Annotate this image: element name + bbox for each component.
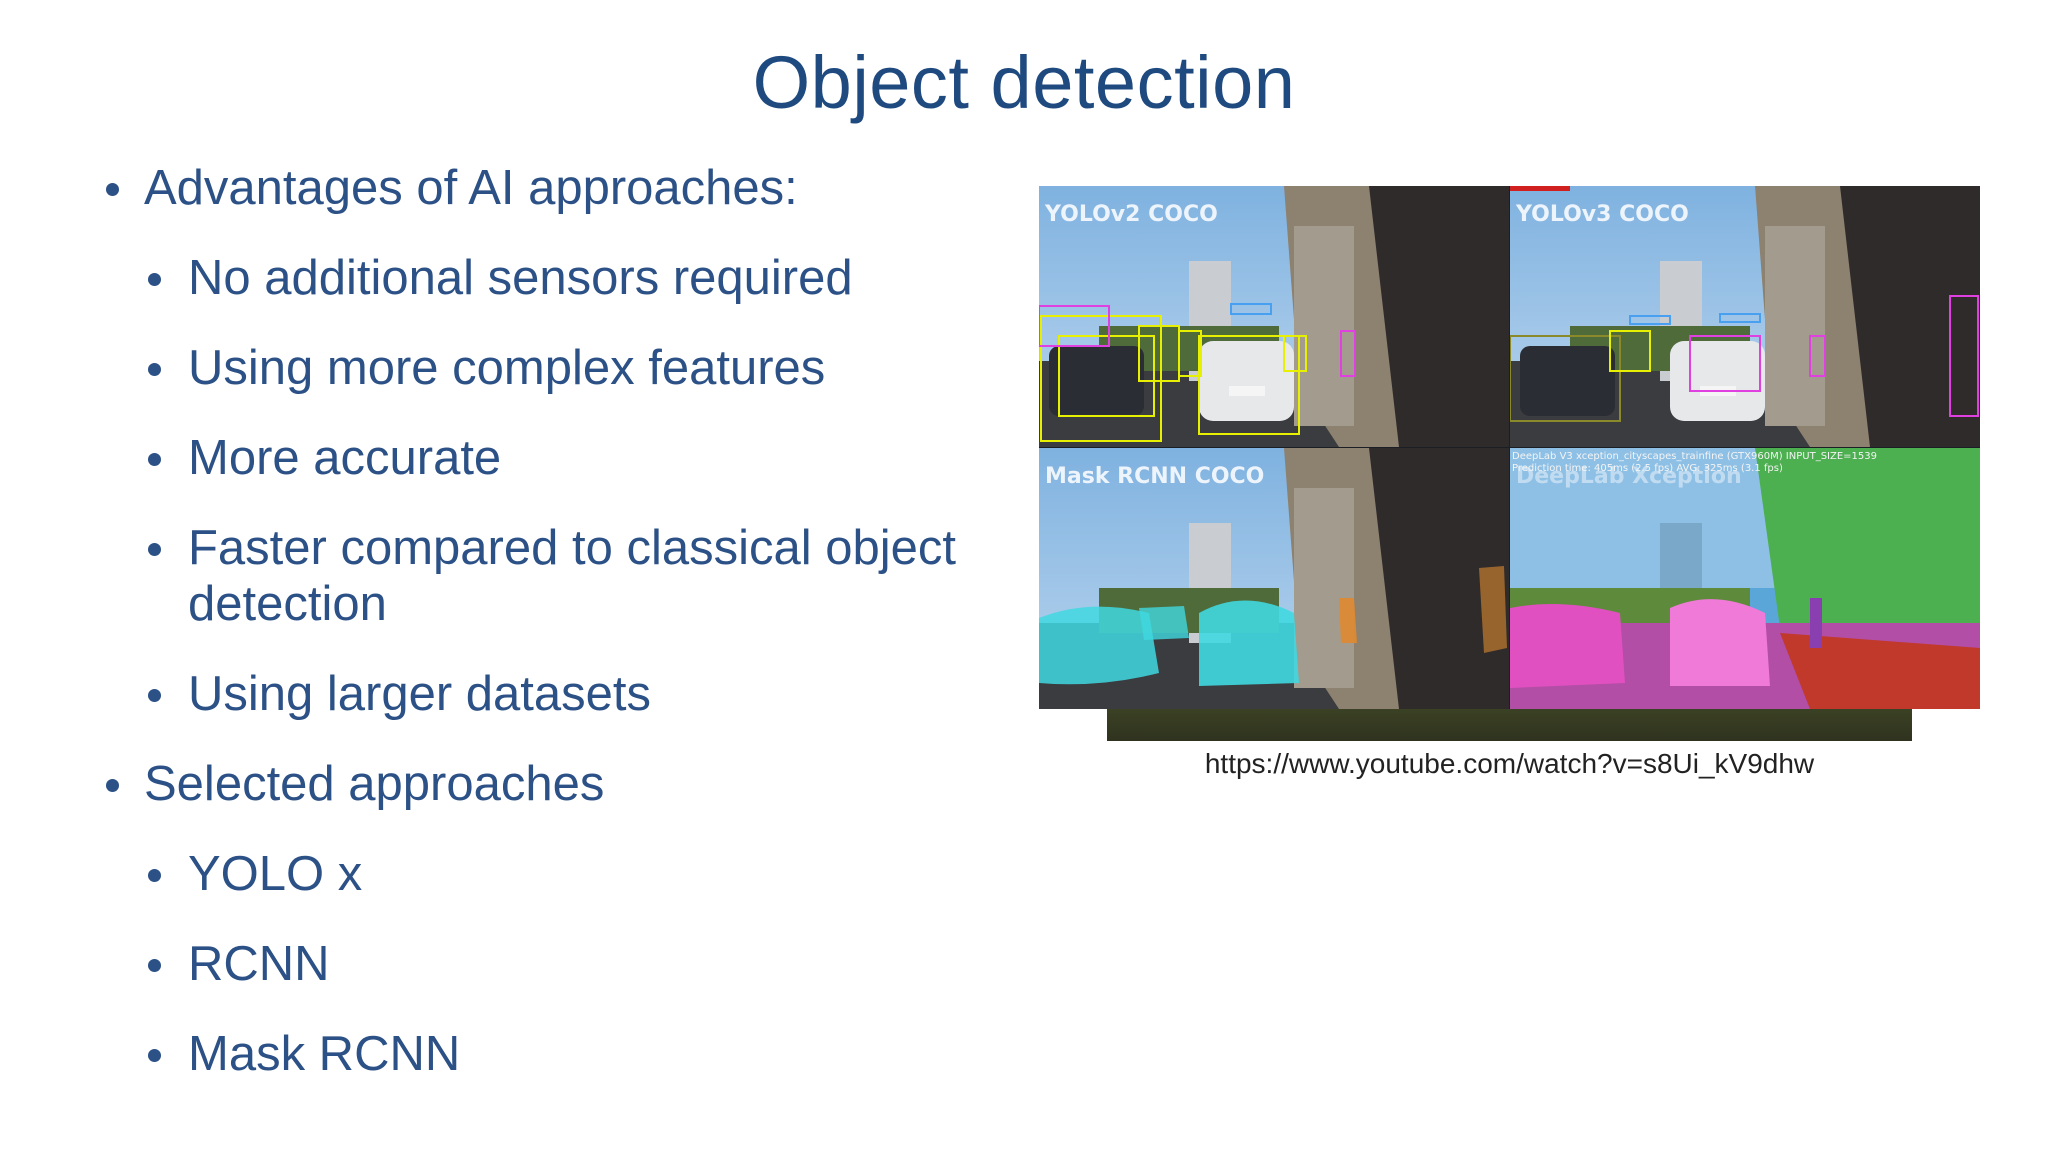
bullet-yolo: YOLO x bbox=[100, 846, 1000, 902]
bullet-dot bbox=[106, 183, 119, 196]
bullet-dot bbox=[148, 543, 161, 556]
panel-yolov3: YOLOv3 COCO bbox=[1510, 186, 1980, 447]
bullet-advantages: Advantages of AI approaches: bbox=[100, 160, 1000, 216]
deeplab-info-line1: DeepLab V3 xception_cityscapes_trainfine… bbox=[1512, 451, 1877, 462]
page-title: Object detection bbox=[752, 41, 1296, 124]
street-scene-yolov3 bbox=[1510, 186, 1980, 447]
street-scene-yolov2 bbox=[1039, 186, 1509, 447]
panel-deeplab: DeepLab Xception DeepLab V3 xception_cit… bbox=[1510, 448, 1980, 709]
bullet-dot bbox=[148, 273, 161, 286]
panel-mask-rcnn: Mask RCNN COCO bbox=[1039, 448, 1509, 709]
source-url-caption[interactable]: https://www.youtube.com/watch?v=s8Ui_kV9… bbox=[1204, 748, 1815, 779]
street-scene-deeplab bbox=[1510, 448, 1980, 709]
bullet-text: Selected approaches bbox=[144, 757, 605, 811]
bullet-text: More accurate bbox=[188, 431, 502, 485]
bullet-list: Advantages of AI approaches: No addition… bbox=[100, 160, 1000, 1116]
panel-label: Mask RCNN COCO bbox=[1045, 464, 1265, 489]
panel-label: DeepLab Xception bbox=[1516, 464, 1742, 489]
video-frame-bar bbox=[1107, 707, 1912, 741]
bullet-dot bbox=[148, 959, 161, 972]
bullet-mask-rcnn: Mask RCNN bbox=[100, 1026, 1000, 1082]
detection-comparison-image: YOLOv2 COCO bbox=[1039, 186, 1980, 709]
bullet-no-sensors: No additional sensors required bbox=[100, 250, 1000, 306]
deeplab-info-text: DeepLab V3 xception_cityscapes_trainfine… bbox=[1512, 451, 1877, 475]
bullet-dot bbox=[148, 363, 161, 376]
bullet-dot bbox=[148, 1049, 161, 1062]
bullet-text: Mask RCNN bbox=[188, 1027, 461, 1081]
bullet-text: Faster compared to classical object dete… bbox=[188, 521, 956, 631]
panel-yolov2: YOLOv2 COCO bbox=[1039, 186, 1509, 447]
panel-label: YOLOv2 COCO bbox=[1045, 202, 1218, 227]
deeplab-info-line2: Prediction time: 405ms (2.5 fps) AVG: 32… bbox=[1512, 463, 1783, 474]
bullet-more-accurate: More accurate bbox=[100, 430, 1000, 486]
bullet-dot bbox=[148, 453, 161, 466]
panel-label: YOLOv3 COCO bbox=[1516, 202, 1689, 227]
bullet-text: No additional sensors required bbox=[188, 251, 853, 305]
bullet-rcnn: RCNN bbox=[100, 936, 1000, 992]
street-scene-mask-rcnn bbox=[1039, 448, 1509, 709]
bullet-larger-datasets: Using larger datasets bbox=[100, 666, 1000, 722]
bullet-dot bbox=[148, 869, 161, 882]
bullet-text: Using more complex features bbox=[188, 341, 826, 395]
bullet-complex-features: Using more complex features bbox=[100, 340, 1000, 396]
bullet-dot bbox=[148, 689, 161, 702]
bullet-faster: Faster compared to classical object dete… bbox=[100, 520, 988, 632]
bullet-selected-approaches: Selected approaches bbox=[100, 756, 1000, 812]
bullet-text: RCNN bbox=[188, 937, 330, 991]
bullet-text: YOLO x bbox=[188, 847, 363, 901]
bullet-text: Using larger datasets bbox=[188, 667, 652, 721]
bullet-dot bbox=[106, 779, 119, 792]
bullet-text: Advantages of AI approaches: bbox=[144, 161, 798, 215]
